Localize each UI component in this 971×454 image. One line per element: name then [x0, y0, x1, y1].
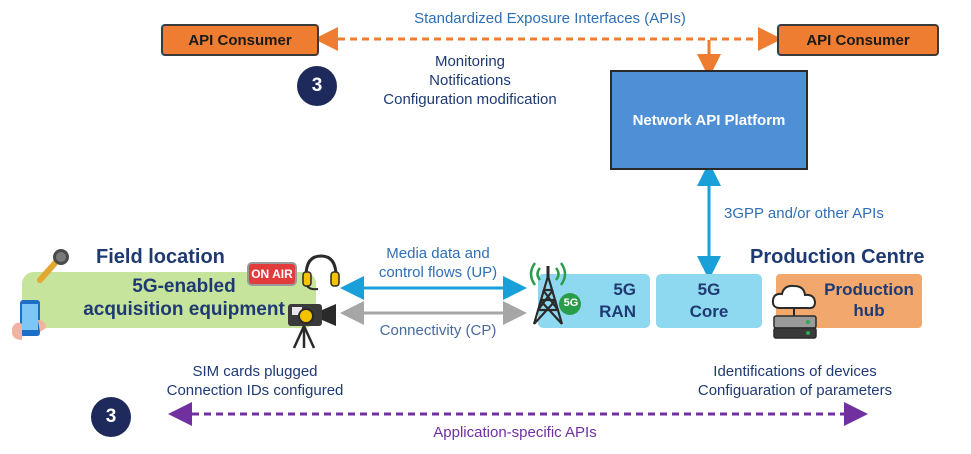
equipment-line-2: acquisition equipment: [83, 299, 285, 320]
ran-label-line-2: RAN: [599, 302, 636, 321]
cloud-server-icon: [771, 284, 817, 339]
cell-tower-icon: [529, 262, 581, 325]
core-box: 5G Core: [656, 274, 762, 328]
tower-5g-badge: 5G: [563, 297, 579, 309]
apis-label: 3GPP and/or other APIs: [724, 205, 884, 222]
control-plane-label: Connectivity (CP): [379, 322, 497, 339]
step-badge-top: 3: [297, 66, 337, 106]
up-label-line-2: control flows (UP): [378, 264, 498, 281]
on-air-label: ON AIR: [251, 267, 293, 281]
field-location-title: Field location: [96, 246, 225, 268]
api-consumer-right-label: API Consumer: [806, 31, 910, 49]
production-centre-title: Production Centre: [750, 246, 925, 268]
sim-note-2: Connection IDs configured: [166, 382, 344, 399]
configuration-item: Configuration modification: [383, 91, 557, 108]
headset-icon: [302, 254, 340, 291]
up-label-line-1: Media data and: [386, 245, 490, 262]
step-badge-bottom: 3: [91, 397, 131, 437]
api-consumer-right: API Consumer: [777, 24, 939, 56]
hub-label-line-2: hub: [853, 301, 885, 320]
sim-notes: SIM cards plugged Connection IDs configu…: [120, 362, 390, 400]
ran-label-line-1: 5G: [613, 280, 636, 299]
core-label-line-1: 5G: [697, 280, 721, 299]
monitoring-list: Monitoring Notifications Configuration m…: [350, 52, 590, 109]
device-notes: Identifications of devices Configuaratio…: [660, 362, 930, 400]
sim-note-1: SIM cards plugged: [192, 363, 318, 380]
acquisition-equipment-label: 5G-enabled acquisition equipment: [58, 275, 310, 321]
network-api-platform: Network API Platform: [610, 70, 808, 170]
api-consumer-left: API Consumer: [161, 24, 319, 56]
equipment-line-1: 5G-enabled: [132, 276, 236, 297]
api-consumer-left-label: API Consumer: [188, 31, 292, 49]
device-note-2: Configuaration of parameters: [697, 382, 893, 399]
user-plane-label: Media data and control flows (UP): [350, 244, 526, 282]
hub-label-line-1: Production: [824, 280, 914, 299]
smartphone-icon: [12, 300, 46, 340]
core-label-line-2: Core: [689, 302, 729, 321]
notifications-item: Notifications: [429, 72, 511, 89]
platform-label: Network API Platform: [632, 111, 786, 129]
microphone-icon: [37, 249, 69, 283]
monitoring-item: Monitoring: [434, 53, 506, 70]
application-apis-label: Application-specific APIs: [433, 424, 597, 441]
video-camera-icon: [288, 304, 336, 349]
exposure-interfaces-label: Standardized Exposure Interfaces (APIs): [414, 10, 686, 27]
device-note-1: Identifications of devices: [713, 363, 877, 380]
on-air-sign-icon: ON AIR: [247, 262, 297, 286]
